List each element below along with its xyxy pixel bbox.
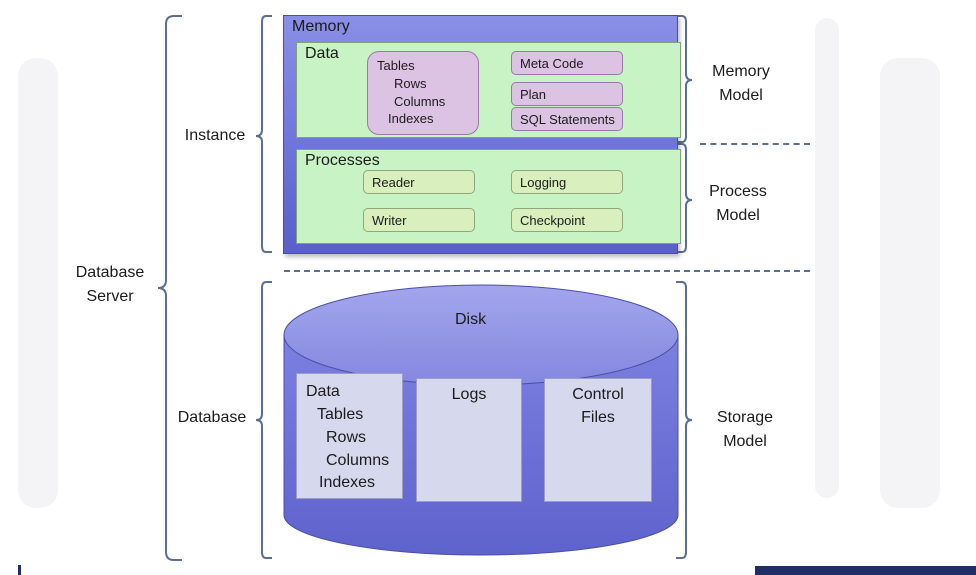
disk-data-box: Data Tables Rows Columns Indexes bbox=[296, 373, 403, 499]
columns-line: Columns bbox=[394, 94, 446, 109]
disk-logs-box: Logs bbox=[416, 378, 522, 502]
disk-control-files-box: Control Files bbox=[544, 378, 652, 502]
disk-indexes-line: Indexes bbox=[319, 474, 376, 491]
memory-data-box: Data Tables Rows Columns Indexes Meta Co… bbox=[296, 42, 681, 138]
brace-instance bbox=[255, 15, 272, 253]
disk-data-line: Data bbox=[306, 383, 340, 400]
label-database-server: Database Server bbox=[75, 264, 145, 305]
data-title: Data bbox=[305, 45, 339, 62]
bottom-right-banner bbox=[755, 566, 976, 575]
control-files-label: Control Files bbox=[572, 386, 624, 426]
tables-line: Tables bbox=[377, 58, 415, 73]
separator-instance-database bbox=[284, 270, 810, 272]
reader-pill: Reader bbox=[363, 170, 475, 194]
brace-storage-model bbox=[676, 281, 693, 559]
label-instance: Instance bbox=[184, 127, 246, 144]
logging-pill: Logging bbox=[511, 170, 623, 194]
plan-pill: Plan bbox=[511, 82, 623, 106]
meta-code-pill: Meta Code bbox=[511, 51, 623, 75]
label-database: Database bbox=[177, 409, 247, 426]
disk-columns-line: Columns bbox=[326, 452, 390, 469]
sql-statements-pill: SQL Statements bbox=[511, 107, 623, 131]
processes-title: Processes bbox=[305, 152, 380, 169]
label-storage-model: Storage Model bbox=[716, 409, 774, 450]
brace-database bbox=[255, 281, 272, 559]
separator-memory-process bbox=[700, 143, 810, 145]
background-shape-left bbox=[18, 58, 58, 508]
checkpoint-pill: Checkpoint bbox=[511, 208, 623, 232]
background-shape-mid bbox=[815, 18, 839, 498]
processes-box: Processes Reader Logging Writer Checkpoi… bbox=[296, 149, 681, 244]
rows-line: Rows bbox=[394, 76, 427, 91]
memory-title: Memory bbox=[292, 18, 350, 35]
disk-tables-line: Tables bbox=[317, 406, 364, 423]
label-process-model: Process Model bbox=[709, 183, 767, 224]
tables-group: Tables Rows Columns Indexes bbox=[367, 51, 479, 135]
disk-cylinder: Disk Data Tables Rows Columns Indexes Lo… bbox=[283, 283, 679, 558]
background-shape-right bbox=[880, 58, 940, 508]
disk-rows-line: Rows bbox=[326, 429, 367, 446]
label-memory-model: Memory Model bbox=[712, 63, 770, 104]
indexes-line: Indexes bbox=[388, 111, 434, 126]
instance-box: Memory Data Tables Rows Columns Indexes … bbox=[283, 15, 681, 254]
bottom-left-mark bbox=[18, 565, 21, 575]
brace-database-server bbox=[157, 15, 182, 561]
disk-title: Disk bbox=[455, 311, 487, 328]
brace-memory-model bbox=[676, 15, 693, 143]
writer-pill: Writer bbox=[363, 208, 475, 232]
brace-process-model bbox=[676, 143, 693, 253]
logs-label: Logs bbox=[451, 386, 487, 403]
